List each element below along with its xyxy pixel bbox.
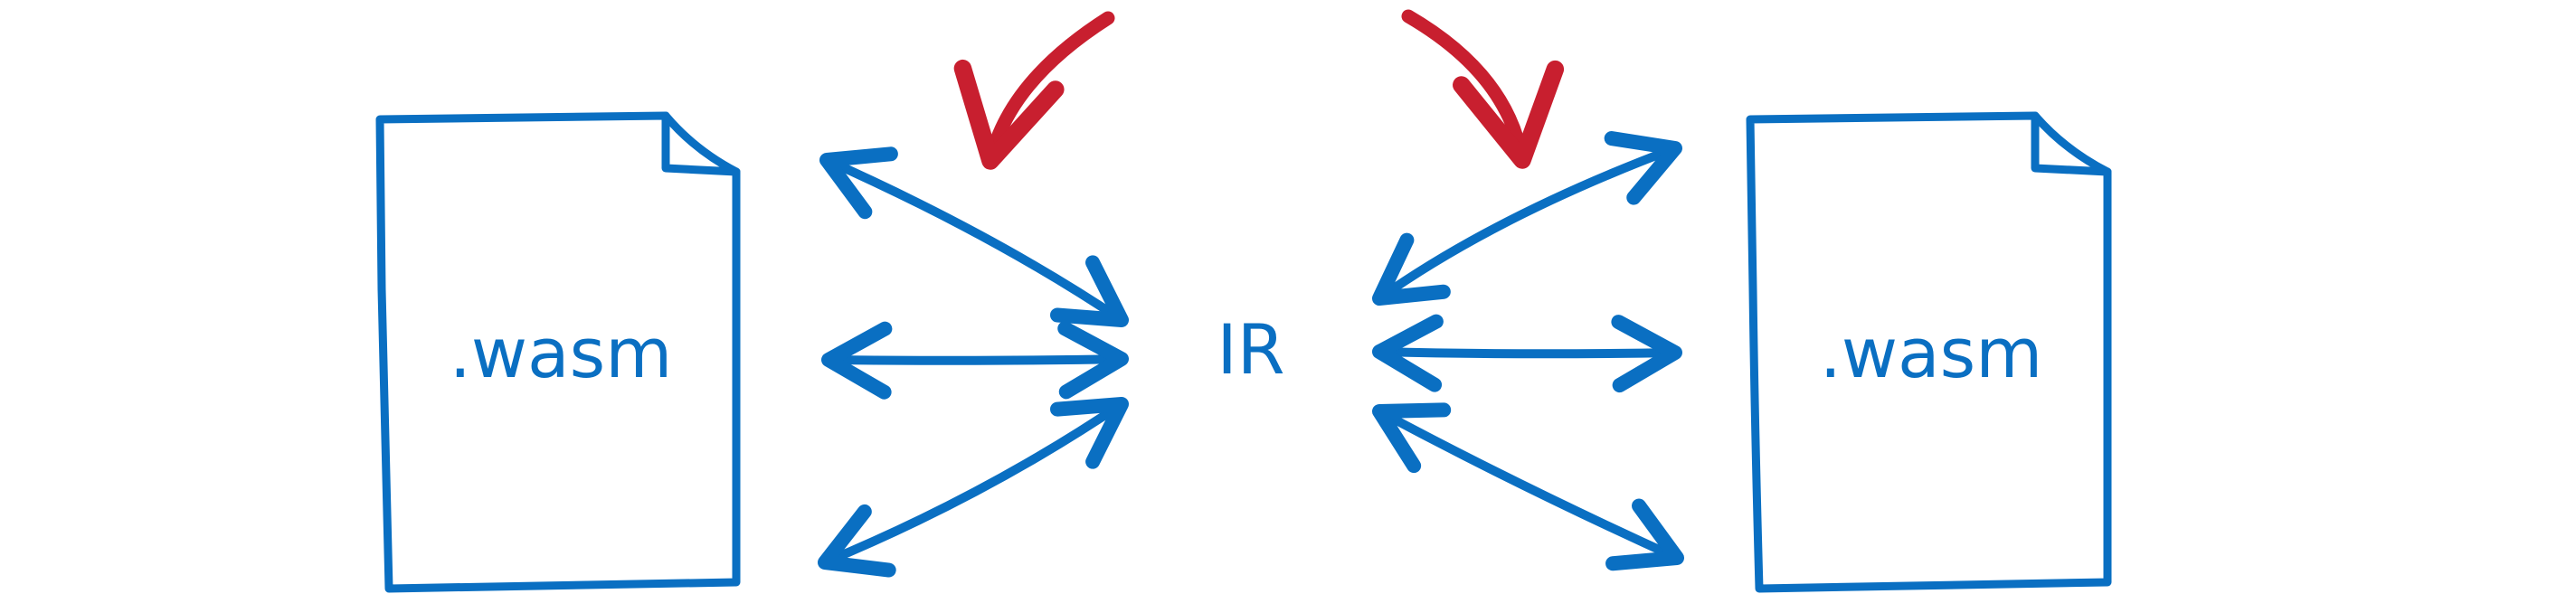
red-arrow-group [953,9,1565,170]
right-middle-double-arrow [1371,314,1683,393]
left-file-label: .wasm [450,313,673,393]
left-wasm-file: .wasm [375,111,741,593]
middle-ir-label: IR [1217,309,1284,390]
right-arrow-group [1371,131,1685,571]
right-document-icon [1746,111,2112,593]
right-lower-double-arrow [1371,402,1685,571]
left-lower-double-arrow [817,396,1130,578]
right-upper-double-arrow [1371,131,1683,306]
left-arrow-group [817,146,1130,578]
left-upper-double-arrow [819,146,1130,328]
left-document-icon [375,111,741,593]
right-red-curved-arrow-icon [1401,9,1565,169]
right-document-fold [2031,111,2112,176]
left-middle-double-arrow [820,321,1130,400]
left-document-fold [661,111,741,176]
right-wasm-file: .wasm [1746,111,2112,593]
left-red-curved-arrow-icon [953,11,1115,170]
right-file-label: .wasm [1820,313,2043,393]
